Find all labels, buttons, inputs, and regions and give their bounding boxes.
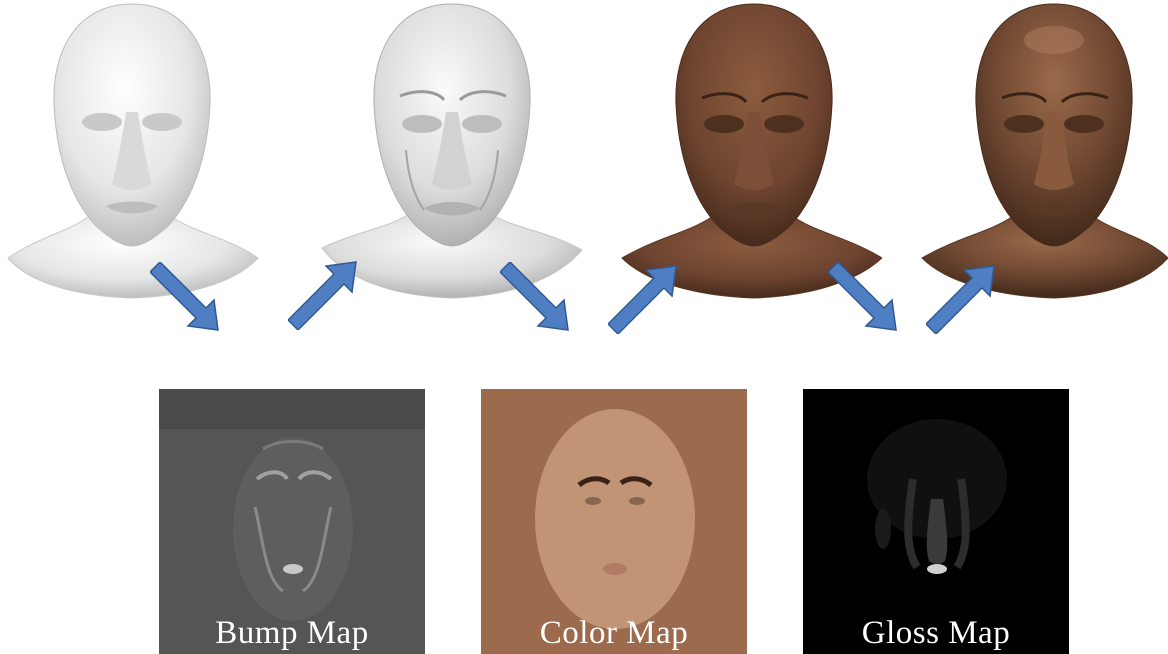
- arrow-up-right-3: [926, 262, 998, 334]
- head-plain-illustration: [0, 0, 262, 300]
- arrow-up-right-1: [288, 258, 360, 330]
- head-bumped-illustration: [320, 0, 582, 300]
- arrow-down-right-3: [828, 262, 900, 334]
- head-render-bumped: [320, 0, 582, 300]
- arrow-down-right-1: [150, 262, 222, 334]
- arrow-up-right-2: [608, 262, 680, 334]
- gloss-map-panel: Gloss Map: [803, 389, 1069, 654]
- gloss-map-label: Gloss Map: [803, 617, 1069, 650]
- head-render-colored: [620, 0, 882, 300]
- arrow-down-right-2: [500, 262, 572, 334]
- color-map-label: Color Map: [481, 617, 747, 650]
- bump-map-panel: Bump Map: [159, 389, 425, 654]
- head-render-plain: [0, 0, 262, 300]
- head-render-glossy: [920, 0, 1168, 300]
- head-glossy-illustration: [920, 0, 1168, 300]
- head-colored-illustration: [620, 0, 882, 300]
- color-map-panel: Color Map: [481, 389, 747, 654]
- bump-map-label: Bump Map: [159, 617, 425, 650]
